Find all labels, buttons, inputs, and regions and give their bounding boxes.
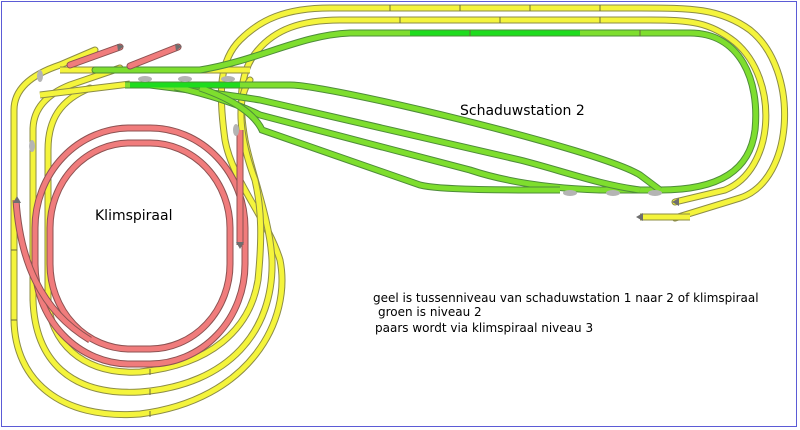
station-label: Schaduwstation 2 bbox=[460, 103, 585, 119]
red-spiral-tracks bbox=[12, 43, 249, 368]
track-joints bbox=[11, 5, 641, 417]
legend-yellow-text: geel is tussenniveau van schaduwstation … bbox=[373, 291, 759, 305]
turnout-markers bbox=[29, 70, 662, 196]
spiral-label: Klimspiraal bbox=[95, 208, 173, 224]
red-spiral-entry bbox=[12, 130, 244, 344]
legend-purple-text: paars wordt via klimspiraal niveau 3 bbox=[375, 321, 594, 335]
track-end-arrows bbox=[13, 196, 690, 249]
yellow-tracks bbox=[10, 4, 788, 419]
yellow-outer-loop bbox=[10, 4, 788, 419]
green-tracks bbox=[91, 29, 760, 194]
red-spiral-outer bbox=[31, 124, 249, 368]
red-spiral-inner bbox=[46, 139, 234, 353]
legend-green-text: groen is niveau 2 bbox=[378, 305, 482, 319]
yellow-middle-loop bbox=[29, 16, 770, 396]
yellow-inner-curve bbox=[44, 76, 265, 376]
green-station-tracks bbox=[125, 81, 663, 194]
green-main-loop bbox=[91, 29, 760, 194]
red-spurs bbox=[66, 43, 182, 70]
